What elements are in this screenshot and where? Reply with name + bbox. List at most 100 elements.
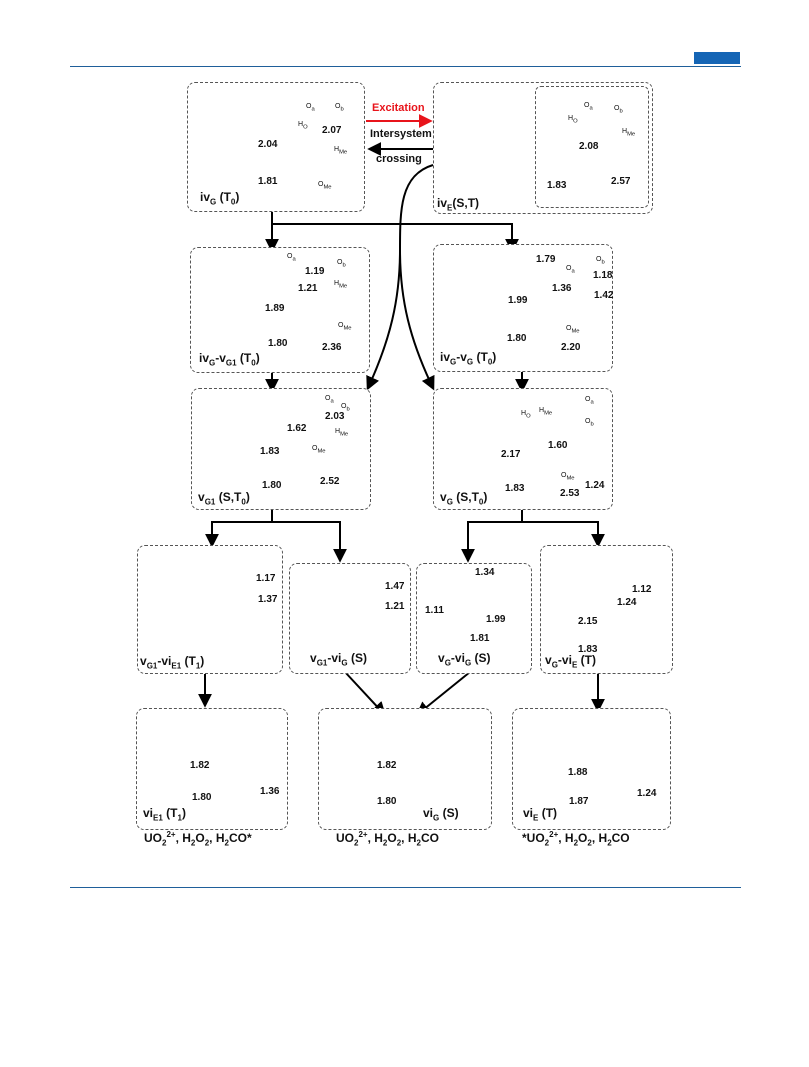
atom-label: HMe: [334, 146, 348, 156]
caption-left: UO22+, H2O2, H2CO*: [144, 830, 252, 848]
dist: 1.79: [536, 254, 556, 265]
atom-label: Ob: [341, 403, 350, 413]
label-vg: vG (S,T0): [440, 490, 488, 507]
label-vig: viG (S): [423, 806, 459, 823]
panel-vg1: [191, 388, 371, 510]
panel-vie1: [136, 708, 288, 830]
dist: 1.81: [258, 176, 278, 187]
dist: 2.04: [258, 139, 278, 150]
label-vg1: vG1 (S,T0): [198, 490, 250, 507]
atom-label: OMe: [318, 181, 332, 191]
dist: 1.80: [192, 792, 212, 803]
atom-label: Oa: [585, 396, 594, 406]
label-vg-vig: vG-viG (S): [438, 651, 491, 668]
footer-rule: [70, 887, 741, 888]
atom-label: OMe: [561, 472, 575, 482]
atom-label: Oa: [287, 253, 296, 263]
label-vg-vie: vG-viE (T): [545, 653, 596, 670]
dist: 2.36: [322, 342, 342, 353]
dist: 1.24: [617, 597, 637, 608]
dist: 1.80: [268, 338, 288, 349]
atom-label: OMe: [312, 445, 326, 455]
panel-ivg-vg: [433, 244, 613, 372]
dist: 1.80: [262, 480, 282, 491]
label-iv-e: ivE(S,T): [437, 196, 480, 213]
dist: 1.17: [256, 573, 276, 584]
dist: 1.89: [265, 303, 285, 314]
atom-label: HMe: [622, 128, 636, 138]
dist: 1.11: [425, 605, 444, 616]
label-vie: viE (T): [523, 806, 558, 823]
dist: 1.37: [258, 594, 278, 605]
atom-label: HMe: [539, 407, 553, 417]
dist: 1.80: [377, 796, 397, 807]
panel-vg: [433, 388, 613, 510]
dist: 1.62: [287, 423, 307, 434]
dist: 1.80: [507, 333, 527, 344]
label-ivg-vg: ivG-vG (T0): [440, 350, 497, 367]
atom-label: OMe: [566, 325, 580, 335]
dist: 2.03: [325, 411, 345, 422]
dist: 1.34: [475, 567, 495, 578]
dist: 1.19: [305, 266, 325, 277]
dist: 1.88: [568, 767, 588, 778]
atom-label: HO: [298, 121, 308, 131]
arrow-branch-top: [272, 223, 519, 253]
panel-ivg-vg1: [190, 247, 370, 373]
dist: 1.21: [298, 283, 318, 294]
caption-middle: UO22+, H2O2, H2CO: [336, 830, 439, 848]
panel-vg-vie: [540, 545, 673, 674]
panel-inner-iv-e: [535, 86, 649, 208]
atom-label: OMe: [338, 322, 352, 332]
dist: 1.12: [632, 584, 652, 595]
arrow-vg-split: [461, 508, 523, 563]
label-iv-g: ivG (T0): [200, 190, 240, 207]
atom-label: Ob: [337, 259, 346, 269]
atom-label: Ob: [596, 256, 605, 266]
dist: 1.60: [548, 440, 568, 451]
arrow-vg1-split: [205, 508, 273, 548]
panel-vg1-vig: [289, 563, 411, 674]
panel-iv-g: [187, 82, 365, 212]
dist: 2.17: [501, 449, 521, 460]
dist: 2.53: [560, 488, 580, 499]
dist: 1.87: [569, 796, 589, 807]
dist: 1.81: [470, 633, 490, 644]
dist: 2.15: [578, 616, 598, 627]
panel-vie: [512, 708, 671, 830]
arrow-ive-curve-right: [399, 249, 435, 391]
flow-arrows: [198, 164, 605, 717]
arrow-vg1-split-r: [272, 521, 347, 563]
dist: 1.82: [377, 760, 397, 771]
atom-label: Ob: [335, 103, 344, 113]
isc-label-line2: crossing: [376, 153, 422, 165]
header-accent-block: [694, 52, 740, 64]
atom-label: Oa: [584, 102, 593, 112]
panel-vig: [318, 708, 492, 830]
atom-label: Ob: [585, 418, 594, 428]
atom-label: Oa: [325, 395, 334, 405]
dist: 1.47: [385, 581, 405, 592]
dist: 1.83: [578, 644, 598, 655]
atom-label: Oa: [566, 265, 575, 275]
dist: 2.08: [579, 141, 599, 152]
arrow-vg-split-r: [522, 521, 605, 548]
dist: 1.99: [508, 295, 528, 306]
panel-vg1-vie1: [137, 545, 283, 674]
atom-label: HMe: [334, 280, 348, 290]
dist: 1.83: [260, 446, 280, 457]
caption-right: *UO22+, H2O2, H2CO: [522, 830, 630, 848]
arrow-vgvig-down: [415, 671, 471, 716]
dist: 1.99: [486, 614, 506, 625]
dist: 1.83: [547, 180, 567, 191]
label-vie1: viE1 (T1): [143, 806, 186, 823]
arrow-vg1vig-down: [344, 671, 386, 717]
atom-label: HMe: [335, 428, 349, 438]
label-vg1-vig: vG1-viG (S): [310, 651, 367, 668]
dist: 2.52: [320, 476, 340, 487]
dist: 2.07: [322, 125, 342, 136]
dist: 1.18: [593, 270, 613, 281]
dist: 1.21: [385, 601, 405, 612]
dist: 1.24: [585, 480, 605, 491]
dist: 1.83: [505, 483, 525, 494]
